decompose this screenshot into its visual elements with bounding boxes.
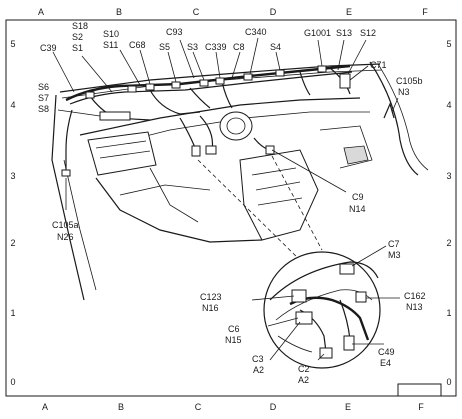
label-c8: C8 xyxy=(233,42,245,52)
label-n3: N3 xyxy=(398,87,410,97)
grid-row-right-4: 4 xyxy=(446,100,451,110)
label-s10: S10 xyxy=(103,29,119,39)
grid-col-bottom-e: E xyxy=(345,402,351,412)
detail-projection xyxy=(197,155,323,263)
grid-col-top-f: F xyxy=(422,7,428,17)
detail-leader-lines xyxy=(251,245,400,361)
label-c339: C339 xyxy=(205,42,227,52)
grid-row-right-5: 5 xyxy=(446,39,451,49)
grid-row-left-2: 2 xyxy=(10,238,15,248)
label-c9: C9 xyxy=(352,192,364,202)
heater-box xyxy=(239,149,319,241)
grid-col-bottom-a: A xyxy=(42,402,48,412)
detail-view xyxy=(263,251,381,369)
junction-box xyxy=(87,131,157,176)
label-c93: C93 xyxy=(166,27,183,37)
label-c49: C49 xyxy=(378,347,395,357)
label-s5: S5 xyxy=(159,42,170,52)
label-c39: C39 xyxy=(40,43,57,53)
grid-row-right-3: 3 xyxy=(446,171,451,181)
label-c2: C2 xyxy=(298,364,310,374)
label-s6: S6 xyxy=(38,82,49,92)
label-c162: C162 xyxy=(404,291,426,301)
label-g1001: G1001 xyxy=(304,28,331,38)
label-n15: N15 xyxy=(225,335,242,345)
grid-col-top-a: A xyxy=(38,7,44,17)
label-c7: C7 xyxy=(388,239,400,249)
label-s7: S7 xyxy=(38,93,49,103)
grid-row-left-1: 1 xyxy=(10,308,15,318)
label-n16: N16 xyxy=(202,303,219,313)
instrument-panel-drawing xyxy=(51,61,429,301)
label-n14: N14 xyxy=(349,204,366,214)
grid-row-left-3: 3 xyxy=(10,171,15,181)
label-a2-right: A2 xyxy=(298,375,309,385)
label-s13: S13 xyxy=(336,28,352,38)
label-s2: S2 xyxy=(72,32,83,42)
grid-row-right-1: 1 xyxy=(446,308,451,318)
label-c3: C3 xyxy=(252,354,264,364)
label-s3: S3 xyxy=(187,42,198,52)
grid-row-left-0: 0 xyxy=(10,377,15,387)
label-e4: E4 xyxy=(380,358,391,368)
grid-col-bottom-d: D xyxy=(270,402,277,412)
label-s4: S4 xyxy=(270,42,281,52)
label-s8: S8 xyxy=(38,104,49,114)
grid-col-bottom-c: C xyxy=(195,402,202,412)
grid-row-left-5: 5 xyxy=(10,39,15,49)
label-s18: S18 xyxy=(72,21,88,31)
grid-col-top-e: E xyxy=(346,7,352,17)
label-c71: C71 xyxy=(370,60,387,70)
leader-lines xyxy=(52,37,399,210)
label-c123: C123 xyxy=(200,292,222,302)
grid-col-bottom-b: B xyxy=(118,402,124,412)
label-a2-left: A2 xyxy=(253,365,264,375)
grid-col-top-c: C xyxy=(193,7,200,17)
grid-col-top-b: B xyxy=(116,7,122,17)
label-m3: M3 xyxy=(388,250,401,260)
label-s11: S11 xyxy=(103,40,118,50)
diagram-frame xyxy=(5,19,457,397)
label-n13: N13 xyxy=(406,302,423,312)
label-s1: S1 xyxy=(72,43,83,53)
label-s12: S12 xyxy=(360,28,376,38)
label-c105a: C105a xyxy=(52,220,79,230)
grid-row-left-4: 4 xyxy=(10,100,15,110)
label-c6: C6 xyxy=(228,324,240,334)
grid-row-right-0: 0 xyxy=(446,377,451,387)
scale-box xyxy=(397,383,442,397)
label-c340: C340 xyxy=(245,27,267,37)
grid-col-bottom-f: F xyxy=(418,402,424,412)
label-c68: C68 xyxy=(129,40,146,50)
grid-row-right-2: 2 xyxy=(446,238,451,248)
blower-duct xyxy=(219,111,253,141)
main-harness xyxy=(61,64,353,177)
grid-col-top-d: D xyxy=(270,7,277,17)
label-n26: N26 xyxy=(57,232,74,242)
label-c105b: C105b xyxy=(396,76,423,86)
